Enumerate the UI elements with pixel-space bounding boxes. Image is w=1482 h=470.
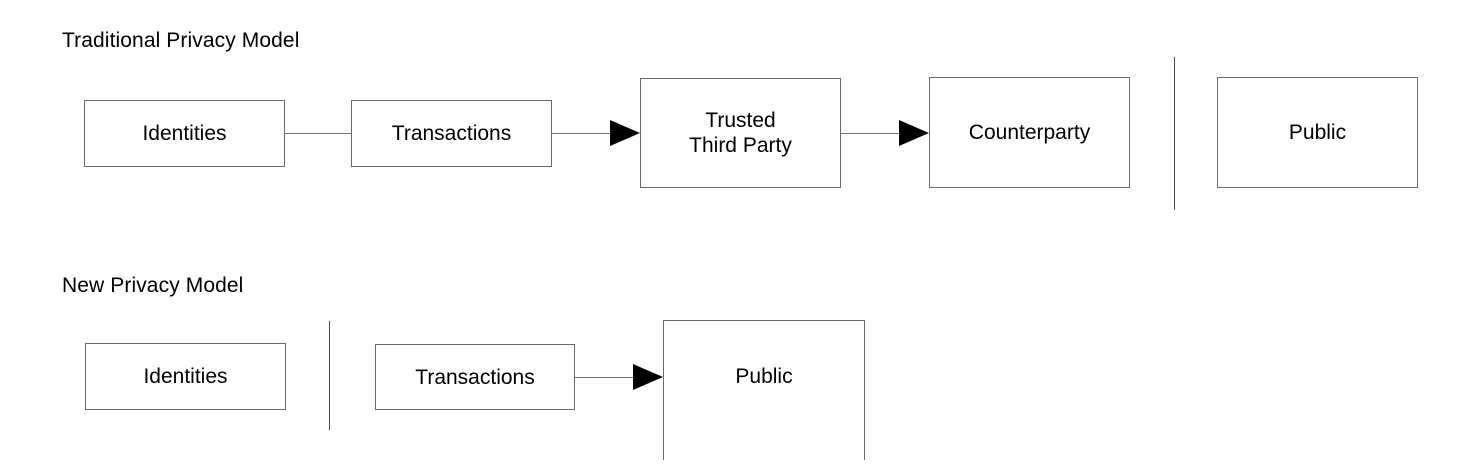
node-label: Public	[1288, 121, 1347, 144]
new-model-title: New Privacy Model	[62, 274, 244, 297]
arrow-right-icon	[899, 120, 929, 146]
node-traditional-transactions[interactable]: Transactions	[351, 100, 552, 167]
node-new-public[interactable]: Public	[663, 320, 865, 460]
node-counterparty[interactable]: Counterparty	[929, 77, 1130, 188]
node-label: Counterparty	[968, 121, 1091, 144]
node-trusted-third-party[interactable]: Trusted Third Party	[640, 78, 841, 188]
connector-trusted-third-party-to-counterparty	[841, 133, 899, 134]
traditional-model-title: Traditional Privacy Model	[62, 29, 300, 52]
connector-transactions-to-trusted-third-party	[552, 133, 610, 134]
node-label: Identities	[142, 122, 227, 145]
node-label: Trusted Third Party	[689, 109, 792, 157]
arrow-right-icon	[610, 120, 640, 146]
arrow-right-icon	[633, 364, 663, 390]
node-new-transactions[interactable]: Transactions	[375, 344, 575, 410]
node-traditional-public[interactable]: Public	[1217, 77, 1418, 188]
traditional-privacy-boundary-divider	[1174, 57, 1175, 210]
node-label: Public	[735, 365, 793, 388]
connector-identities-to-transactions	[285, 133, 351, 134]
node-label: Transactions	[415, 365, 535, 389]
node-label: Transactions	[391, 122, 512, 145]
connector-transactions-to-public	[575, 377, 633, 378]
new-privacy-boundary-divider	[329, 321, 330, 430]
node-traditional-identities[interactable]: Identities	[84, 100, 285, 167]
node-new-identities[interactable]: Identities	[85, 343, 286, 410]
node-label: Identities	[143, 365, 228, 388]
